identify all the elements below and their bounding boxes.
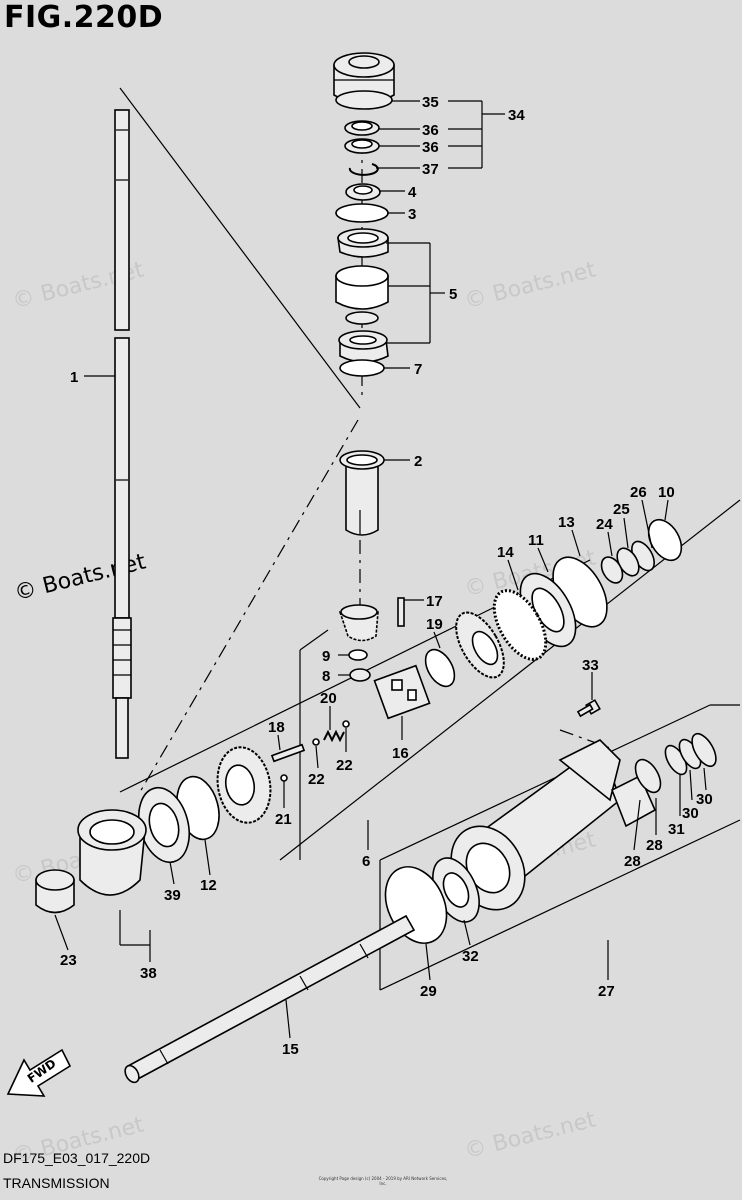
part-10-ring: [647, 518, 683, 562]
callout-25: 25: [613, 501, 630, 518]
part-pinion-gear: [338, 604, 379, 642]
figure-title: FIG.220D: [4, 0, 164, 35]
callout-37: 37: [422, 161, 439, 178]
part-5-bearing: [335, 228, 389, 363]
leader-line: [379, 704, 711, 861]
part-24-ring: [600, 556, 624, 584]
callout-14: 14: [497, 544, 514, 561]
part-35-bushing: [333, 52, 395, 110]
callout-24: 24: [596, 516, 613, 533]
part-reverse-gear: [216, 746, 272, 824]
part-8-washer: [349, 668, 371, 682]
callout-11: 11: [528, 532, 544, 549]
part-30-seal: [691, 732, 717, 768]
part-1-drive-shaft: [112, 109, 132, 759]
callout-12: 12: [200, 877, 217, 894]
part-28-bearing: [610, 758, 662, 828]
callout-36: 36: [422, 139, 439, 156]
part-23-sleeve: [35, 869, 75, 914]
leader-line: [299, 629, 329, 651]
callout-1: 1: [70, 369, 78, 386]
callout-10: 10: [658, 484, 675, 501]
callout-4: 4: [408, 184, 417, 201]
callout-39: 39: [164, 887, 181, 904]
callout-30: 30: [696, 791, 713, 808]
callout-13: 13: [558, 514, 575, 531]
callout-28: 28: [646, 837, 663, 854]
callout-38: 38: [140, 965, 157, 982]
callout-18: 18: [268, 719, 285, 736]
callout-26: 26: [630, 484, 647, 501]
part-22-ball: [312, 738, 320, 746]
fwd-arrow-icon: [6, 1048, 72, 1097]
part-27-propeller-shaft-housing: [450, 739, 621, 911]
part-19-forward-gear: [455, 611, 505, 679]
section-title: TRANSMISSION: [3, 1175, 110, 1191]
callout-7: 7: [414, 361, 422, 378]
callout-23: 23: [60, 952, 77, 969]
part-18-pin: [270, 743, 306, 763]
part-16-clutch: [373, 664, 431, 720]
callout-2: 2: [414, 453, 422, 470]
model-code: DF175_E03_017_220D: [3, 1150, 151, 1166]
callout-3: 3: [408, 206, 416, 223]
callout-leaders: [54, 100, 707, 1039]
callout-31: 31: [668, 821, 685, 838]
part-33-bolt: [576, 699, 601, 718]
part-9-washer: [348, 649, 368, 661]
callout-32: 32: [462, 948, 479, 965]
callout-19: 19: [426, 616, 443, 633]
part-14-needle-bearing: [492, 589, 548, 661]
axis-line: [559, 729, 611, 749]
part-21-ball: [280, 774, 288, 782]
leader-line: [279, 499, 741, 861]
callout-29: 29: [420, 983, 437, 1000]
axis-line: [139, 419, 359, 793]
callout-15: 15: [282, 1041, 299, 1058]
callout-36: 36: [422, 122, 439, 139]
callout-33: 33: [582, 657, 599, 674]
part-22-ball: [342, 720, 350, 728]
callout-35: 35: [422, 94, 439, 111]
callout-9: 9: [322, 648, 330, 665]
part-36-seal: [344, 120, 380, 154]
part-7-ring: [339, 359, 385, 377]
callout-labels: 35 34 36 36 37 4 3 5 7 1 2 26 10 25 13 2…: [60, 94, 713, 1058]
part-4-washer: [345, 183, 381, 201]
part-17-pin: [397, 597, 405, 627]
part-38-bearing-housing: [77, 809, 147, 896]
callout-20: 20: [320, 690, 337, 707]
callout-8: 8: [322, 668, 330, 685]
callout-34: 34: [508, 107, 525, 124]
callout-21: 21: [275, 811, 292, 828]
callout-22: 22: [308, 771, 325, 788]
part-20-spring: [323, 729, 345, 743]
leader-line: [119, 87, 361, 409]
callout-17: 17: [426, 593, 443, 610]
callout-22: 22: [336, 757, 353, 774]
callout-16: 16: [392, 745, 409, 762]
leader-line: [379, 819, 741, 991]
callout-5: 5: [449, 286, 457, 303]
part-2-sleeve: [339, 450, 385, 536]
callout-27: 27: [598, 983, 615, 1000]
callout-6: 6: [362, 853, 370, 870]
part-15-propeller-shaft: [124, 914, 416, 1084]
part-37-ring: [348, 163, 379, 176]
copyright-notice: Copyright Page design (c) 2004 - 2019 by…: [318, 1176, 448, 1186]
part-3-shim: [335, 203, 389, 223]
callout-30: 30: [682, 805, 699, 822]
callout-28: 28: [624, 853, 641, 870]
part-19-ring: [424, 648, 456, 688]
